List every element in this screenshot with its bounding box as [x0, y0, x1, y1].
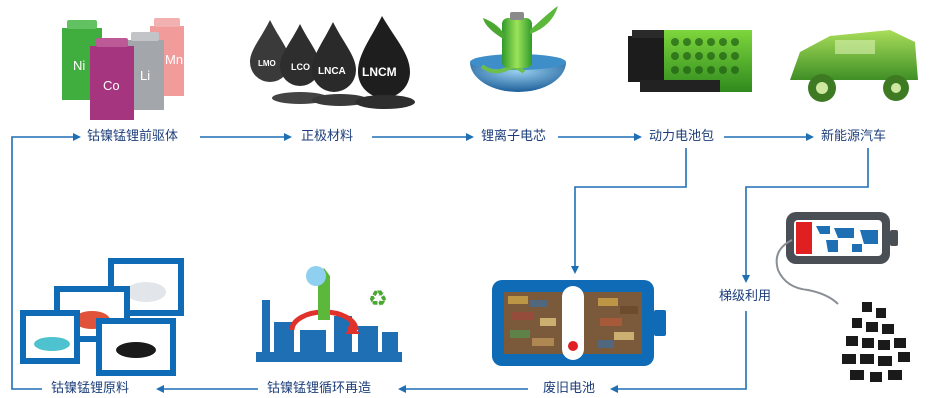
recycling-factory-icon: ♻: [256, 266, 402, 362]
battery-cell-globe-icon: [470, 6, 566, 92]
arrow-raw-to-precursor: [11, 133, 81, 390]
flow-lines: [11, 133, 869, 393]
cascade-use-device-icon: [775, 212, 910, 382]
powder-label-lco: LCO: [291, 62, 310, 72]
label-battery-pack: 动力电池包: [646, 129, 718, 145]
can-label-mn: Mn: [165, 52, 183, 67]
powder-label-lnca: LNCA: [318, 66, 346, 77]
waste-battery-icon: [492, 280, 666, 366]
label-recycling: 钴镍锰锂循环再造: [264, 381, 375, 397]
label-precursor: 钴镍锰锂前驱体: [84, 129, 182, 145]
label-waste-battery: 废旧电池: [540, 381, 599, 397]
label-cascade-use: 梯级利用: [716, 289, 775, 305]
recycle-symbol-icon: ♻: [368, 287, 388, 312]
can-label-co: Co: [103, 78, 120, 93]
raw-materials-icon: [20, 258, 184, 376]
label-li-ion-cell: 锂离子电芯: [478, 129, 550, 145]
arrow-pack-to-waste: [571, 148, 687, 274]
label-raw-materials: 钴镍锰锂原料: [48, 381, 133, 397]
powder-label-lncm: LNCM: [362, 65, 397, 79]
label-new-energy-vehicle: 新能源汽车: [818, 129, 890, 145]
metal-cans-icon: Mn Li Ni Co: [62, 18, 184, 120]
electric-car-icon: [790, 30, 918, 102]
can-label-ni: Ni: [73, 58, 85, 73]
arrow-cascade-to-waste: [610, 311, 747, 393]
can-label-li: Li: [140, 68, 150, 83]
battery-pack-icon: [628, 30, 752, 92]
arrow-ev-to-cascade: [742, 148, 869, 283]
label-cathode-material: 正极材料: [298, 129, 357, 145]
cathode-powder-icon: LMO LCO LNCA LNCM: [250, 16, 415, 109]
powder-label-lmo: LMO: [258, 59, 276, 68]
